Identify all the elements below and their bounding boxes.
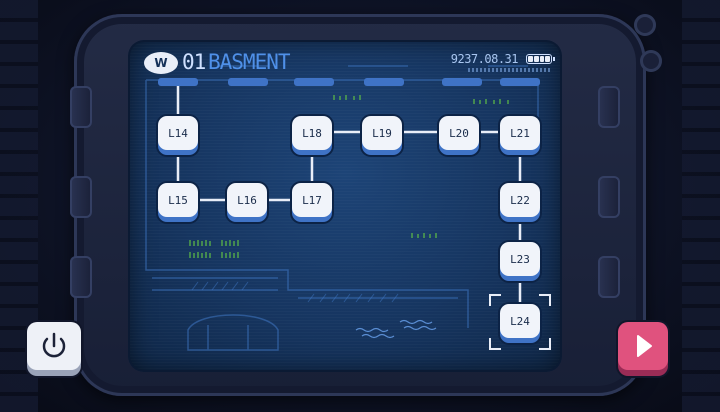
level-node-L18[interactable]: L18	[292, 116, 332, 150]
right-lower-tab	[598, 256, 620, 298]
level-label: L22	[510, 193, 530, 207]
battery-icon	[526, 54, 555, 64]
level-label: L16	[237, 193, 257, 207]
level-label: L15	[168, 193, 188, 207]
left-middle-tab	[70, 176, 92, 218]
selection-cursor	[489, 294, 551, 350]
left-upper-tab	[70, 86, 92, 128]
level-label: L17	[302, 193, 322, 207]
level-node-L14[interactable]: L14	[158, 116, 198, 150]
level-label: L18	[302, 126, 322, 140]
subtitle-code	[468, 68, 550, 72]
grass	[189, 95, 509, 258]
level-node-L24[interactable]: L24	[500, 304, 540, 338]
level-node-L16[interactable]: L16	[227, 183, 267, 217]
map-screen: W 01 BASMENT 9237.08.31 L14 L15 L16 L17 …	[128, 40, 562, 372]
level-label: L20	[449, 126, 469, 140]
level-node-L17[interactable]: L17	[292, 183, 332, 217]
play-button[interactable]	[618, 322, 668, 370]
level-label: L23	[510, 252, 530, 266]
level-label: L24	[510, 314, 530, 328]
level-node-L15[interactable]: L15	[158, 183, 198, 217]
map-background	[145, 65, 540, 351]
level-node-L20[interactable]: L20	[439, 116, 479, 150]
level-label: L19	[372, 126, 392, 140]
right-upper-tab	[598, 86, 620, 128]
game-logo: W	[144, 52, 178, 74]
date-readout: 9237.08.31	[450, 52, 519, 66]
offscreen-nodes	[158, 78, 540, 86]
level-label: L14	[168, 126, 188, 140]
hatch-patches	[191, 281, 399, 303]
top-right-knob-2	[640, 50, 662, 72]
level-label: L21	[510, 126, 530, 140]
area-number: 01	[182, 50, 206, 74]
room-outlines	[145, 65, 539, 351]
level-node-L21[interactable]: L21	[500, 116, 540, 150]
area-name: BASMENT	[208, 50, 291, 74]
level-node-L23[interactable]: L23	[500, 242, 540, 276]
left-lower-tab	[70, 256, 92, 298]
level-node-L19[interactable]: L19	[362, 116, 402, 150]
power-icon	[42, 332, 66, 358]
right-vent	[682, 0, 720, 412]
power-button[interactable]	[27, 322, 81, 370]
play-icon	[637, 335, 652, 357]
water-waves	[355, 319, 437, 339]
right-middle-tab	[598, 176, 620, 218]
level-node-L22[interactable]: L22	[500, 183, 540, 217]
top-right-knob	[634, 14, 656, 36]
